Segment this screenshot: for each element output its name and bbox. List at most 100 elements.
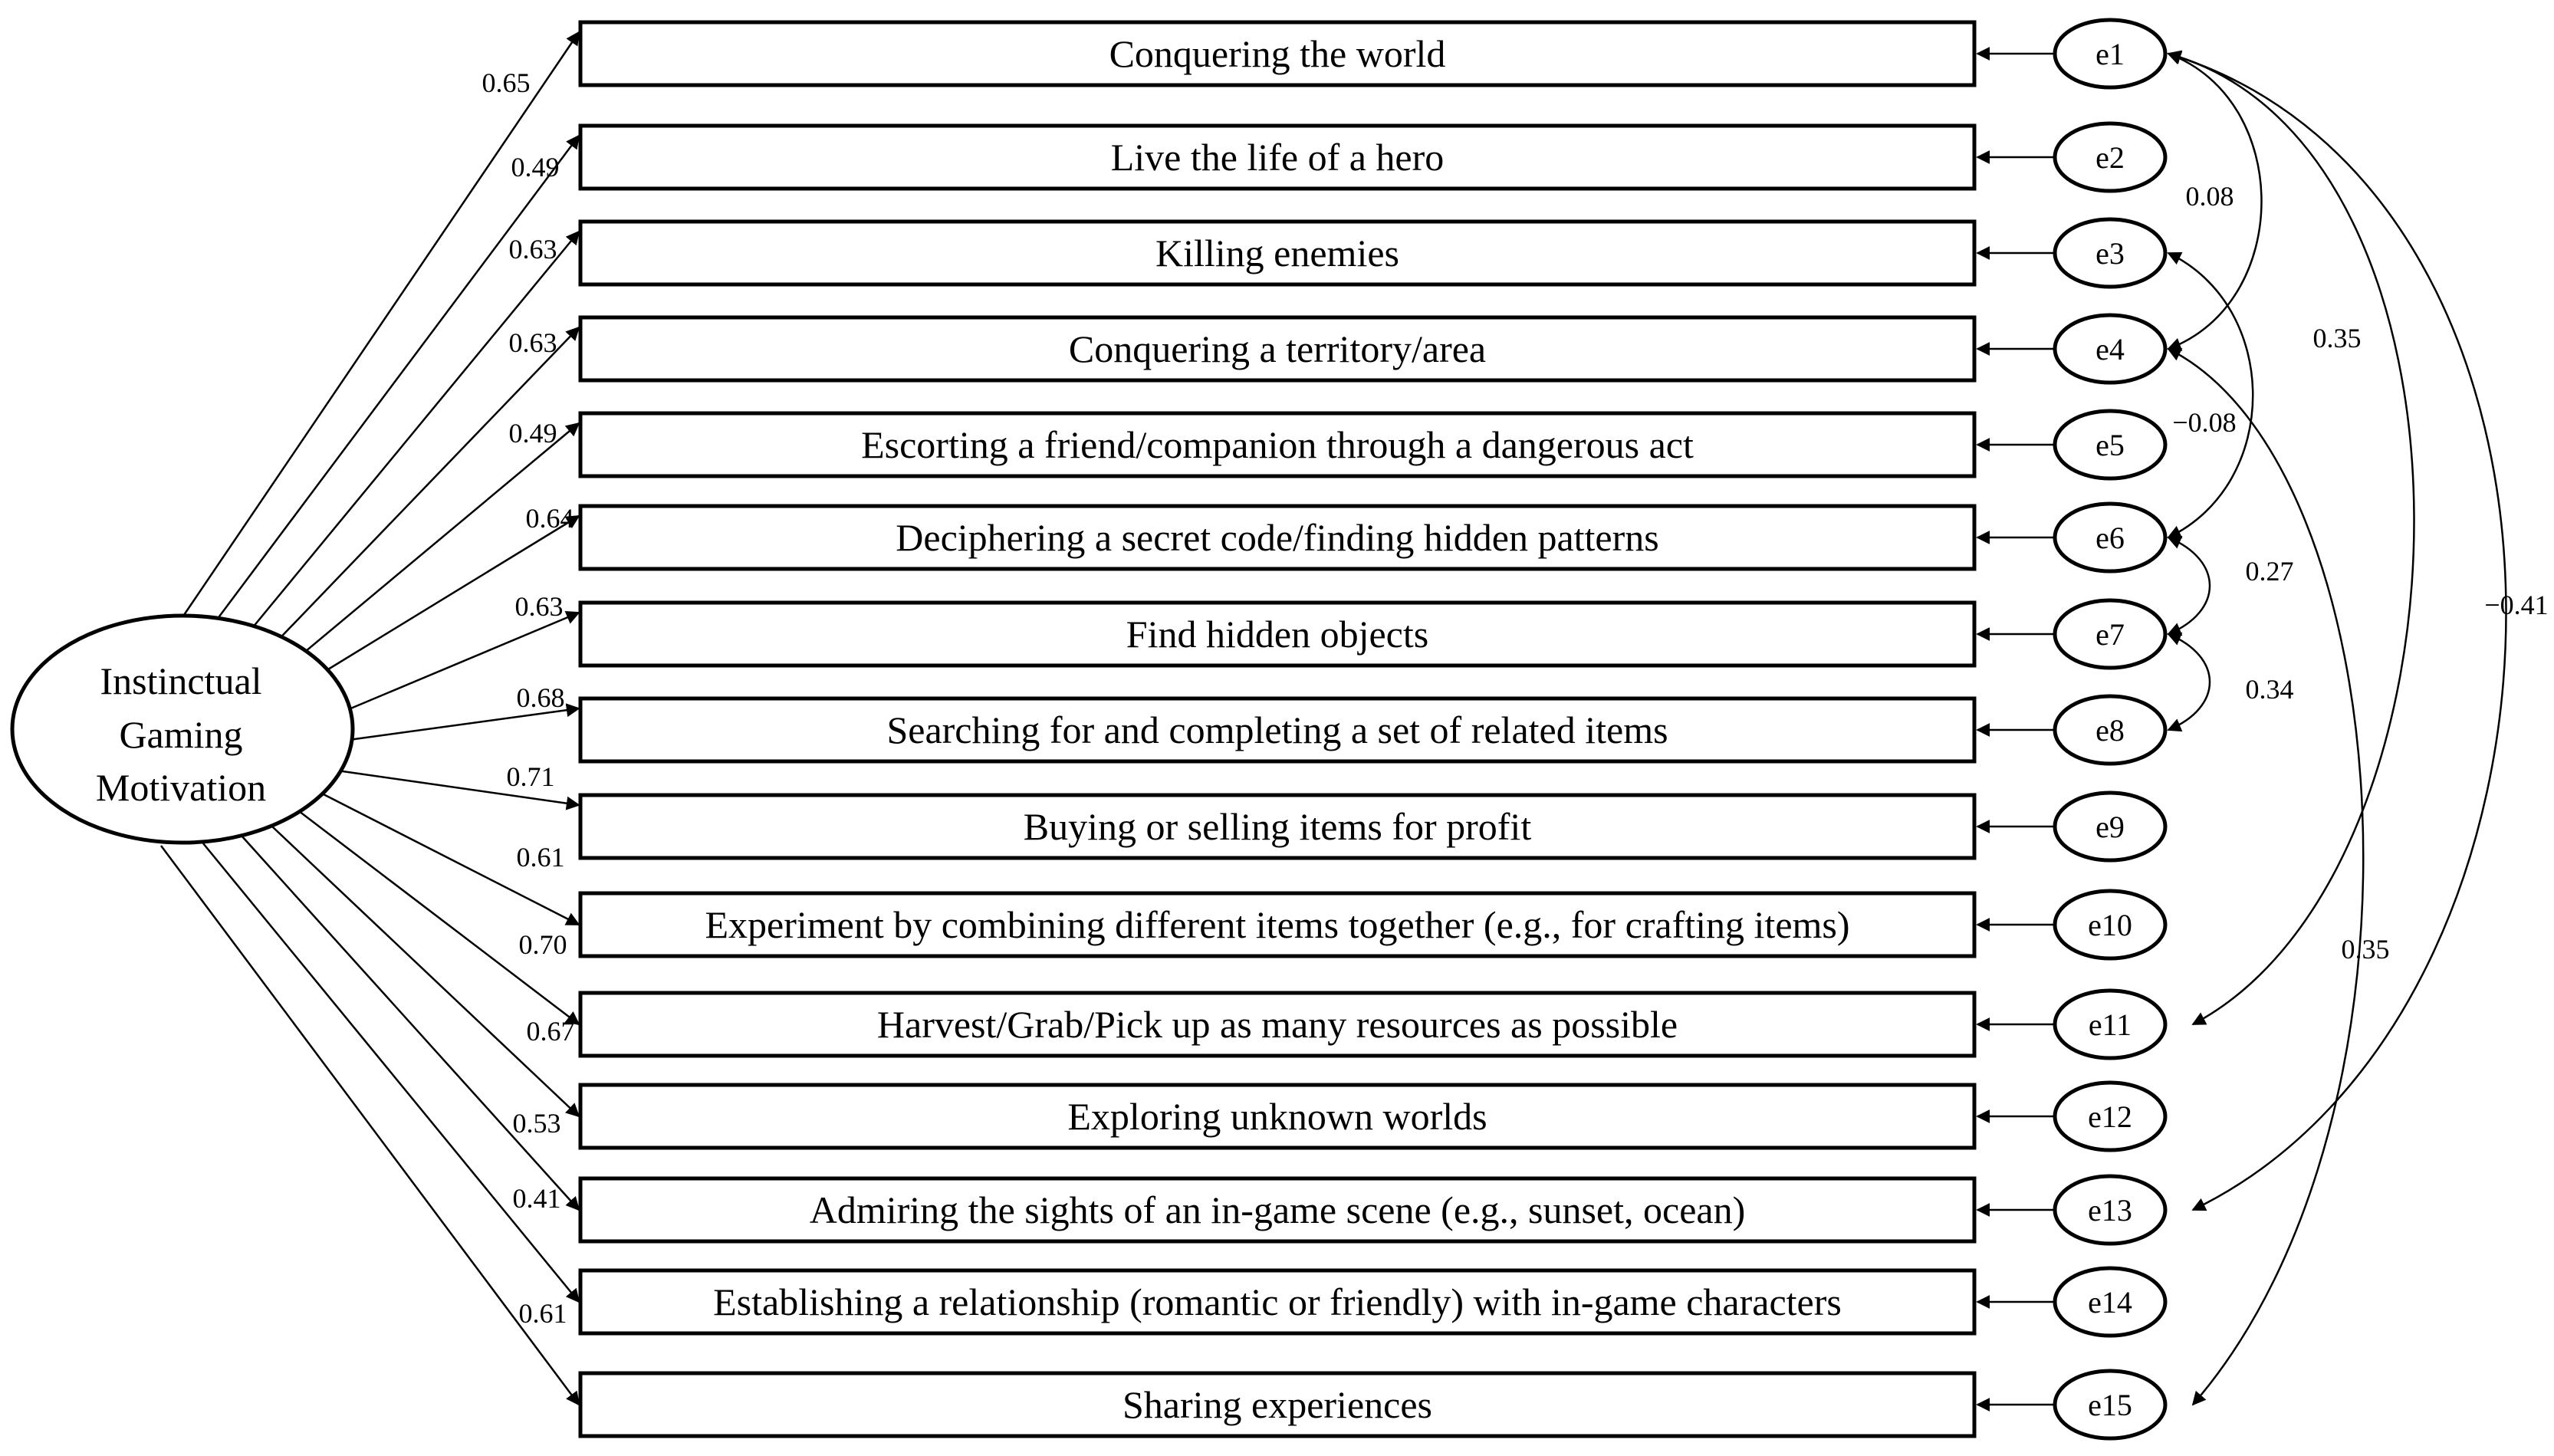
indicator-item: Find hidden objects [578, 600, 1977, 668]
error-term: e4 [1976, 313, 2168, 385]
indicator-item: Deciphering a secret code/finding hidden… [578, 504, 1977, 571]
error-label: e2 [2095, 140, 2125, 175]
correlation-curve [2167, 51, 2263, 351]
error-oval [2053, 217, 2168, 289]
error-oval [2053, 1174, 2168, 1246]
error-oval [2053, 988, 2168, 1060]
error-term: e8 [1976, 694, 2168, 766]
latent-oval [10, 613, 355, 845]
correlation-curve [2167, 251, 2254, 539]
error-label: e5 [2095, 428, 2125, 462]
loading-value: 0.61 [517, 842, 565, 873]
indicator-item: Buying or selling items for profit [578, 793, 1977, 860]
correlation-curve [2167, 632, 2211, 732]
loading-value: 0.63 [509, 234, 557, 265]
loading-value: 0.63 [515, 591, 564, 622]
loading-path [298, 810, 580, 1026]
correlation-value: 0.34 [2246, 674, 2294, 705]
correlation-e3-e6: −0.08 [2167, 251, 2254, 539]
error-oval [2053, 409, 2168, 481]
error-oval [2053, 694, 2168, 766]
error-term: e15 [1976, 1369, 2168, 1441]
correlation-value: 0.08 [2186, 181, 2234, 212]
error-label: e11 [2089, 1007, 2132, 1042]
error-term: e2 [1976, 121, 2168, 193]
loading-value: 0.68 [517, 682, 565, 713]
correlation-value: −0.41 [2484, 590, 2548, 620]
latent-label-line-3: Motivation [96, 766, 266, 809]
error-label: e6 [2095, 521, 2125, 555]
indicator-item: Searching for and completing a set of re… [578, 696, 1977, 764]
correlation-e1-e4: 0.08 [2167, 51, 2263, 351]
latent-label-line-1: Instinctual [100, 659, 261, 702]
error-oval [2053, 313, 2168, 385]
latent-label-line-2: Gaming [119, 713, 242, 756]
error-term: e3 [1976, 217, 2168, 289]
loading-path [245, 230, 580, 637]
error-term: e6 [1976, 501, 2168, 574]
correlation-e1-e13: −0.41 [2167, 51, 2549, 1211]
loading-path [159, 845, 580, 1406]
loading-path [337, 769, 580, 810]
indicator-label: Killing enemies [1155, 232, 1399, 274]
error-oval [2053, 1369, 2168, 1441]
loading-value: 0.64 [526, 503, 574, 534]
indicator-item: Experiment by combining different items … [578, 891, 1977, 958]
indicator-box [578, 600, 1977, 668]
error-term: e10 [1976, 889, 2168, 961]
loading-path [348, 610, 580, 711]
loading-value: 0.65 [482, 67, 531, 98]
error-label: e13 [2088, 1193, 2132, 1228]
correlation-curve [2167, 51, 2507, 1211]
loading-value: 0.70 [519, 929, 567, 960]
indicator-box [578, 219, 1977, 287]
correlation-value: 0.35 [2342, 934, 2390, 965]
latent-factor: Instinctual Gaming Motivation [10, 613, 355, 845]
indicator-label: Find hidden objects [1126, 613, 1428, 656]
error-term: e11 [1976, 988, 2168, 1060]
correlation-e4-e15: 0.35 [2167, 347, 2390, 1406]
indicator-label: Conquering the world [1109, 32, 1446, 75]
error-label: e3 [2095, 236, 2125, 271]
indicator-box [578, 696, 1977, 764]
indicator-box [578, 315, 1977, 383]
indicator-item: Admiring the sights of an in-game scene … [578, 1176, 1977, 1244]
loading-value: 0.67 [527, 1016, 575, 1047]
indicator-box [578, 411, 1977, 478]
indicator-item: Sharing experiences [578, 1371, 1977, 1438]
error-term: e12 [1976, 1080, 2168, 1152]
error-label: e8 [2095, 713, 2125, 748]
error-oval [2053, 889, 2168, 961]
indicator-label: Sharing experiences [1123, 1383, 1432, 1426]
loading-value: 0.61 [519, 1298, 567, 1329]
error-oval [2053, 598, 2168, 670]
error-oval [2053, 1080, 2168, 1152]
indicator-item: Exploring unknown worlds [578, 1083, 1977, 1150]
indicator-item: Killing enemies [578, 219, 1977, 287]
error-label: e1 [2095, 37, 2125, 71]
loading-path [241, 835, 580, 1211]
indicator-box [578, 991, 1977, 1058]
correlation-e6-e7: 0.27 [2167, 535, 2294, 636]
error-label: e9 [2095, 810, 2125, 844]
error-label: e15 [2088, 1388, 2132, 1422]
indicator-box [578, 504, 1977, 571]
correlation-e1-e11: 0.35 [2167, 50, 2415, 1026]
indicator-label: Conquering a territory/area [1069, 327, 1486, 370]
correlation-value: 0.27 [2246, 556, 2294, 587]
correlation-e7-e8: 0.34 [2167, 632, 2294, 732]
indicator-label: Exploring unknown worlds [1067, 1095, 1487, 1138]
indicator-label: Experiment by combining different items … [705, 903, 1849, 946]
indicator-label: Searching for and completing a set of re… [886, 708, 1668, 751]
loading-value: 0.63 [509, 327, 557, 358]
indicator-label: Live the life of a hero [1111, 136, 1445, 179]
indicator-box [578, 1371, 1977, 1438]
loading-path [202, 843, 580, 1303]
error-term: e7 [1976, 598, 2168, 670]
error-label: e12 [2088, 1099, 2132, 1134]
loading-path [321, 792, 580, 926]
error-label: e14 [2088, 1285, 2132, 1320]
correlation-value: −0.08 [2172, 407, 2236, 438]
